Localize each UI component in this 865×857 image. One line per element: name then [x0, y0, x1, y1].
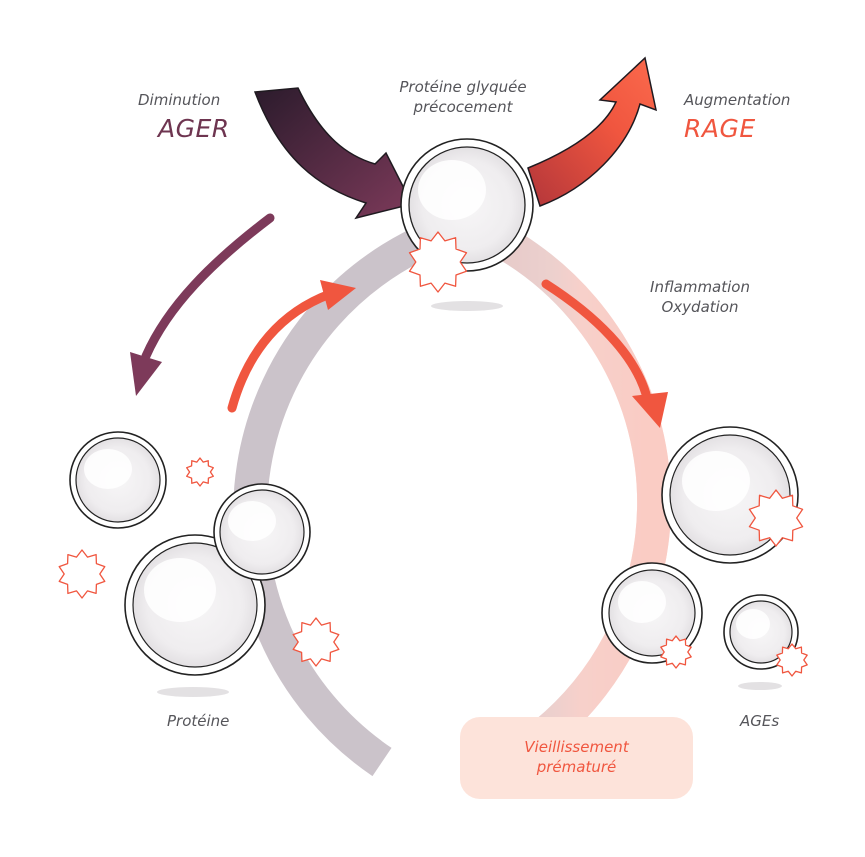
cell-right-3	[723, 594, 799, 670]
glyquee-label-line2: précocement	[413, 98, 513, 116]
radical-spike-1	[408, 231, 468, 293]
cell-left-3	[124, 534, 266, 676]
ages-label: AGEs	[740, 712, 780, 730]
oxydation-label: Oxydation	[661, 298, 739, 316]
rage-label: RAGE	[684, 114, 756, 143]
ager-side-arrow	[130, 213, 275, 396]
rage-increase-arrow	[527, 56, 658, 207]
inflammation-arrow	[541, 279, 668, 428]
radical-spike-5	[748, 489, 804, 547]
radical-spike-7	[776, 643, 808, 677]
cycle-ring	[233, 208, 672, 777]
radical-spikes	[58, 231, 808, 677]
cell-shadow-top	[431, 301, 503, 311]
radical-spike-2	[186, 457, 214, 487]
ager-label: AGER	[158, 114, 230, 143]
diminution-label: Diminution	[138, 91, 221, 109]
augmentation-label: Augmentation	[684, 91, 791, 109]
radical-spike-3	[58, 549, 106, 599]
radical-spike-6	[660, 635, 692, 669]
proteine-label: Protéine	[167, 712, 230, 730]
glycation-arrow	[227, 280, 356, 413]
cell-left-1	[69, 431, 167, 529]
premature-aging-line1: Vieillissement	[524, 738, 629, 756]
ager-decrease-arrow	[253, 87, 414, 220]
premature-aging-line2: prématuré	[536, 758, 617, 776]
cell-shadow-right	[738, 682, 782, 690]
inflammation-label: Inflammation	[650, 278, 750, 296]
cell-shadow-left	[157, 687, 229, 697]
radical-spike-4	[292, 617, 340, 667]
premature-aging-box	[460, 717, 693, 799]
cell-left-2	[213, 483, 311, 581]
glyquee-label-line1: Protéine glyquée	[399, 78, 527, 96]
premature-aging-text: Vieillissement prématuré	[460, 737, 693, 777]
